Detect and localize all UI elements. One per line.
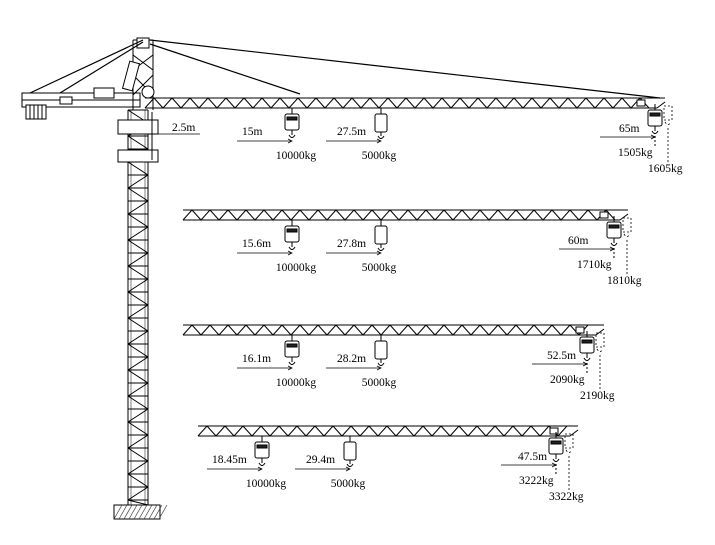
tip-trolley-dashed: [622, 217, 632, 274]
load-label-1: 10000kg: [276, 377, 317, 389]
reach-dimension-2: [326, 250, 382, 256]
tip-load-label-a: 1505kg: [618, 147, 653, 159]
reach-label-2: 28.2m: [337, 353, 366, 365]
tower-apex: [121, 37, 155, 110]
ground-foundation: [113, 504, 168, 520]
hook-tip-icon: [647, 104, 663, 134]
hook-10000-icon: [284, 108, 300, 138]
mast-offset-dimension: [151, 130, 200, 138]
reach-dimension-1: [237, 365, 293, 371]
reach-dimension-1: [237, 250, 293, 256]
hook-tip-icon: [579, 331, 595, 361]
reach-dimension-1: [207, 466, 263, 472]
jib-end-block: [549, 427, 559, 435]
reach-label-2: 27.5m: [337, 126, 366, 138]
reach-label-2: 29.4m: [306, 454, 335, 466]
load-label-2: 5000kg: [362, 150, 397, 162]
tip-load-label-a: 1710kg: [577, 259, 612, 271]
tip-load-label-b: 1810kg: [607, 275, 642, 287]
jib-tip: [595, 328, 605, 336]
crane-config-jib-60: 15.6m 10000kg 27.8m 5000kg 60m 1710kg 1810kg: [182, 209, 642, 287]
hook-5000-icon: [374, 108, 388, 139]
reach-dimension-2: [295, 466, 351, 472]
jib-tip: [619, 213, 629, 221]
mast-offset-label: 2.5m: [172, 122, 195, 134]
reach-label-2: 27.8m: [337, 238, 366, 250]
reach-label-1: 18.45m: [212, 454, 247, 466]
load-label-1: 10000kg: [246, 478, 287, 490]
reach-dimension-1: [237, 138, 293, 144]
tip-reach-label: 52.5m: [547, 350, 576, 362]
tip-load-label-b: 1605kg: [648, 163, 683, 175]
jib-end-block: [636, 99, 646, 107]
hook-tip-icon: [548, 432, 564, 462]
tip-reach-label: 65m: [619, 123, 640, 135]
load-label-2: 5000kg: [362, 377, 397, 389]
jib-truss: [144, 97, 666, 109]
tie-bars: [29, 39, 661, 99]
hook-5000-icon: [374, 335, 388, 366]
reach-label-1: 16.1m: [242, 353, 271, 365]
tip-trolley-dashed: [564, 433, 574, 490]
crane-config-jib-52: 16.1m 10000kg 28.2m 5000kg 52.5m 2090kg 2190kg: [182, 324, 615, 402]
jib-tip: [656, 101, 666, 109]
tip-load-label-b: 2190kg: [580, 390, 615, 402]
counter-jib: [21, 87, 141, 120]
tip-reach-dimension: [559, 246, 615, 252]
jib-truss: [182, 209, 629, 221]
reach-dimension-2: [326, 138, 382, 144]
jib-end-block: [575, 326, 585, 334]
reach-dimension-2: [326, 365, 382, 371]
load-label-2: 5000kg: [331, 478, 366, 490]
hook-tip-icon: [606, 216, 622, 246]
tip-reach-label: 47.5m: [518, 451, 547, 463]
hook-10000-icon: [284, 220, 300, 250]
reach-label-1: 15m: [242, 126, 263, 138]
tip-reach-dimension: [600, 134, 656, 140]
jib-truss: [197, 425, 579, 437]
hook-5000-icon: [374, 220, 388, 251]
tip-reach-dimension: [532, 361, 588, 367]
reach-label-1: 15.6m: [242, 238, 271, 250]
tip-reach-dimension: [501, 462, 557, 468]
crane-config-jib-47: 18.45m 10000kg 29.4m 5000kg 47.5m 3222kg 3322k…: [197, 425, 584, 503]
load-label-2: 5000kg: [362, 262, 397, 274]
load-label-1: 10000kg: [276, 150, 317, 162]
hook-10000-icon: [254, 436, 270, 466]
tip-load-label-b: 3322kg: [549, 491, 584, 503]
crane-config-jib-65: 15m 10000kg 27.5m 5000kg 65m 1505kg 1605kg: [144, 97, 683, 175]
tip-trolley-dashed: [663, 105, 673, 162]
jib-tip: [569, 429, 579, 437]
counterweight-icon: [25, 104, 47, 120]
tip-trolley-dashed: [595, 332, 605, 389]
tip-load-label-a: 2090kg: [550, 374, 585, 386]
hook-5000-icon: [343, 436, 357, 467]
tip-load-label-a: 3222kg: [519, 475, 554, 487]
hook-10000-icon: [284, 335, 300, 365]
tower-mast: [127, 109, 149, 506]
tip-reach-label: 60m: [568, 235, 589, 247]
jib-truss: [182, 324, 605, 336]
climbing-frame: [117, 112, 159, 163]
jib-end-block: [599, 211, 609, 219]
load-label-1: 10000kg: [276, 262, 317, 274]
